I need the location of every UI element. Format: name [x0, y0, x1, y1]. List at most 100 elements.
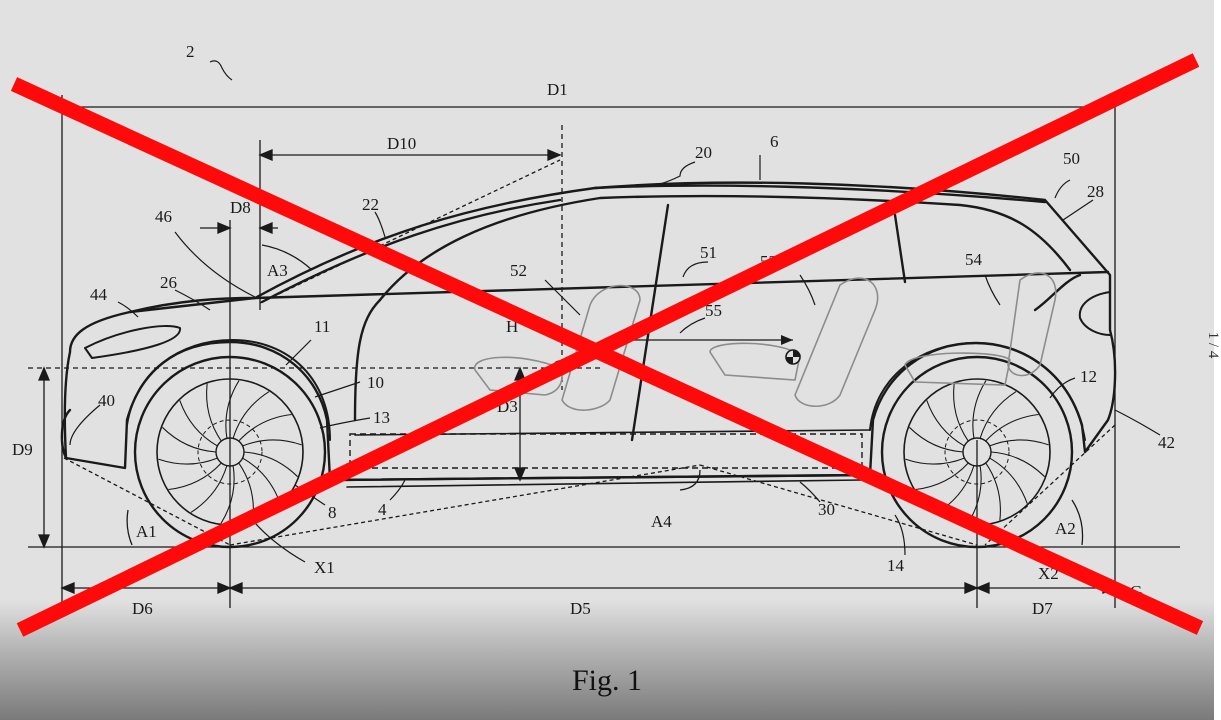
wheel-spoke — [232, 391, 270, 439]
ref-label-6: 6 — [770, 132, 779, 151]
taillight — [1078, 291, 1111, 336]
rear-quarter — [1033, 273, 1082, 312]
ref-label-8: 8 — [328, 503, 337, 522]
ref-label-a1: A1 — [136, 522, 157, 541]
ref-label-54: 54 — [965, 250, 983, 269]
a4-arc — [679, 469, 701, 491]
ref-label-d10: D10 — [387, 134, 416, 153]
wheel-spoke — [972, 380, 987, 439]
a-pillar — [353, 298, 382, 422]
ref-label-d7: D7 — [1032, 599, 1053, 618]
hood-crease — [253, 270, 1110, 300]
wheel-spoke — [989, 439, 1049, 447]
d6-arrows — [60, 582, 232, 594]
wheel-spoke — [238, 413, 292, 442]
rear-fender-arch — [869, 342, 1086, 441]
ref-label-26: 26 — [160, 273, 177, 292]
ref-label-22: 22 — [362, 195, 379, 214]
hood-edge — [128, 296, 257, 314]
a4-line-front — [229, 464, 701, 546]
wheel-spoke — [953, 383, 969, 442]
wheel-spoke — [168, 462, 222, 491]
wheel-spoke — [985, 462, 1001, 521]
dimension-lines — [28, 95, 1180, 608]
wheel-spoke — [985, 413, 1039, 442]
ref-label-a4: A4 — [651, 512, 672, 531]
cross-stroke-right — [16, 53, 1200, 637]
ref-label-d1: D1 — [547, 80, 568, 99]
ref-label-52: 52 — [510, 261, 527, 280]
front-bumper — [60, 408, 72, 460]
ref-label-55: 55 — [705, 301, 722, 320]
d9-arrows — [38, 366, 50, 549]
d5-arrows — [228, 582, 979, 594]
ref-label-46: 46 — [155, 207, 172, 226]
c-pillar — [893, 213, 907, 284]
ref-label-a3: A3 — [267, 261, 288, 280]
ref-label-50: 50 — [1063, 149, 1080, 168]
front-fender-arch — [126, 339, 331, 441]
wheel-spoke — [979, 391, 1017, 439]
ref-label-12: 12 — [1080, 367, 1097, 386]
figure-caption: Fig. 1 — [571, 664, 643, 697]
ref-label-40: 40 — [98, 391, 115, 410]
wheel-spoke — [190, 465, 228, 513]
a1-line — [63, 457, 231, 546]
red-cross-overlay — [10, 53, 1204, 637]
wheel-spoke — [926, 400, 965, 447]
ref-label-4: 4 — [378, 500, 387, 519]
a3-arc — [261, 244, 313, 271]
middle-seat — [709, 277, 879, 408]
ref-label-d8: D8 — [230, 198, 251, 217]
wheel-spoke — [161, 426, 217, 453]
roof-rail — [593, 184, 1047, 204]
reference-labels: 2 D1 6 20 50 28 D10 22 46 D8 A3 26 44 11… — [12, 42, 1175, 618]
wheel-spoke — [206, 383, 222, 442]
wheel-spoke — [242, 439, 302, 447]
rear-seat — [904, 272, 1057, 386]
d8-arrows — [217, 222, 273, 234]
ref-label-11: 11 — [314, 317, 330, 336]
ref-label-a2: A2 — [1055, 519, 1076, 538]
battery-pack-outline — [349, 433, 863, 469]
d10-arrow — [258, 149, 562, 161]
roof-line-inner — [378, 194, 1072, 302]
wheel-spoke — [179, 400, 218, 447]
rocker-lower — [328, 473, 872, 482]
vehicle-side-view-drawing: 2 D1 6 20 50 28 D10 22 46 D8 A3 26 44 11… — [10, 42, 1204, 637]
wheel-spoke — [243, 451, 299, 478]
a1-arc — [126, 509, 133, 546]
wheel-spoke — [225, 380, 240, 439]
wheel-spoke — [905, 457, 965, 465]
headlight — [84, 325, 182, 359]
ref-label-20: 20 — [695, 143, 712, 162]
wheel-spoke — [915, 462, 969, 491]
ref-label-d6: D6 — [132, 599, 153, 618]
a2-line — [984, 424, 1116, 546]
ref-label-30: 30 — [818, 500, 835, 519]
windshield — [260, 198, 562, 304]
cross-stroke-left — [10, 77, 1204, 635]
ref-label-x1: X1 — [314, 558, 335, 577]
wheel-spoke — [990, 451, 1046, 478]
wheel-spoke — [220, 465, 235, 524]
ref-label-2: 2 — [186, 42, 195, 61]
hood-line-dashed — [259, 159, 561, 304]
ref-label-10: 10 — [367, 373, 384, 392]
seats — [474, 272, 1057, 411]
a2-arc — [1071, 499, 1084, 546]
ref-label-13: 13 — [373, 408, 390, 427]
ref-label-44: 44 — [90, 285, 108, 304]
lower-sill — [346, 479, 863, 488]
wheel-spoke — [989, 457, 1028, 504]
wheel-spoke — [158, 457, 218, 465]
ref-label-d5: D5 — [570, 599, 591, 618]
wheel-spoke — [908, 426, 964, 453]
ref-label-42: 42 — [1158, 433, 1175, 452]
ref-label-28: 28 — [1087, 182, 1104, 201]
ref-label-14: 14 — [887, 556, 905, 575]
leader-lines — [69, 60, 1161, 563]
sheet-number: 1 / 4 — [1205, 331, 1221, 359]
a4-line-rear — [699, 464, 978, 546]
